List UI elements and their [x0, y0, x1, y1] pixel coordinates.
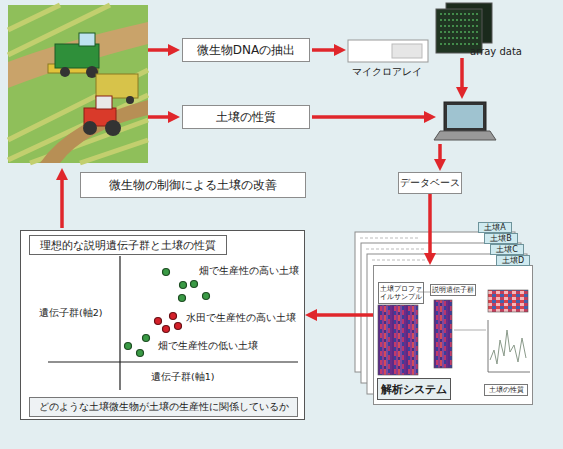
mini-box: 説明遺伝子群 [430, 284, 476, 296]
node-text: 微生物DNAの抽出 [197, 42, 295, 59]
data-point [143, 335, 150, 342]
heatmap [488, 290, 528, 312]
data-point [163, 269, 170, 276]
tractor-cab [96, 96, 112, 109]
data-point [180, 282, 187, 289]
flow-arrow [460, 58, 464, 90]
flow-arrows [62, 50, 462, 228]
trailer [96, 74, 138, 98]
caption-label: array data [470, 46, 522, 58]
mini-box: 土壌プロファイルサンプル [378, 282, 424, 304]
node-text: 土壌の性質 [489, 386, 524, 394]
data-point [175, 323, 182, 330]
flow-arrow [60, 177, 64, 228]
flow-arrow [148, 48, 171, 52]
microarray-slide [348, 40, 428, 62]
node-text: データベース [400, 176, 460, 190]
process-box: 微生物の制御による土壌の改善 [80, 172, 306, 198]
wheel [126, 96, 134, 104]
soil-path [40, 100, 148, 163]
caption-label: マイクロアレイ [352, 66, 422, 78]
node-text: 遺伝子群(軸1) [151, 371, 214, 383]
node-text: 畑で生産性の低い土壌 [158, 340, 258, 352]
node-text: 水田で生産性の高い土壌 [186, 312, 296, 324]
scatter-plot [48, 256, 298, 390]
wheel [83, 121, 97, 135]
node-text: 理想的な説明遺伝子群と土壌の性質 [40, 238, 216, 253]
flow-arrow [312, 115, 427, 119]
node-text: 畑で生産性の高い土壌 [199, 265, 299, 277]
spot-area [392, 44, 422, 58]
process-box: 微生物DNAの抽出 [182, 38, 310, 62]
laptop-base [434, 131, 496, 140]
panel-heading: 理想的な説明遺伝子群と土壌の性質 [29, 235, 227, 255]
wheel [60, 67, 70, 77]
data-point [155, 318, 162, 325]
node-text: 解析システム [377, 378, 451, 400]
flow-arrow [148, 115, 171, 119]
harvester-body [55, 44, 99, 68]
wheel [105, 120, 121, 136]
array-spots [440, 14, 478, 44]
harvester-cab [79, 33, 95, 46]
data-point [191, 281, 198, 288]
laptop-icon [434, 102, 496, 140]
array-data-image [436, 3, 492, 53]
laptop-screen [444, 102, 486, 131]
heatmap [378, 305, 418, 375]
sheet-tab: 土壌D [496, 255, 530, 266]
sheet-tab: 土壌C [490, 244, 524, 255]
mini-box: 土壌の性質 [484, 384, 528, 396]
node-text: 微生物の制御による土壌の改善 [109, 177, 277, 194]
farm-illustration [8, 5, 148, 163]
node-text: 土壌A [484, 222, 505, 233]
node-text: 土壌B [490, 233, 512, 244]
node-text: 土壌プロファイルサンプル [379, 285, 423, 301]
node-text: 土壌D [502, 255, 524, 266]
process-box: 土壌の性質 [182, 105, 310, 129]
heatmap [434, 300, 452, 368]
process-box: データベース [398, 172, 462, 194]
leader-line [418, 292, 486, 330]
chart-axis [488, 320, 530, 372]
data-point [137, 350, 144, 357]
analysis-graphics [378, 290, 530, 375]
field [8, 5, 148, 163]
node-text: 土壌の性質 [216, 109, 276, 126]
node-text: 遺伝子群(軸2) [39, 307, 102, 319]
chart-line [490, 330, 526, 364]
plot-axis [48, 256, 298, 390]
result-panel: 遺伝子群(軸2) 遺伝子群(軸1) 畑で生産性の高い土壌水田で生産性の高い土壌畑で生… [20, 230, 305, 420]
sheet-lines [360, 238, 432, 260]
sheet-tab: 土壌A [478, 222, 512, 233]
flow-arrow [438, 144, 442, 162]
data-point [179, 295, 186, 302]
panel-footer: どのような土壌微生物が土壌の生産性に関係しているか [29, 397, 298, 417]
data-point [125, 343, 132, 350]
data-point [170, 313, 177, 320]
sheet-tab: 土壌B [484, 233, 518, 244]
node-text: 説明遺伝子群 [432, 286, 474, 294]
node-text: どのような土壌微生物が土壌の生産性に関係しているか [39, 400, 289, 414]
slide [348, 40, 428, 62]
node-text: 土壌C [496, 244, 518, 255]
flow-arrow [312, 48, 337, 52]
flow-arrow [428, 194, 432, 256]
data-point [203, 293, 210, 300]
laptop-display [447, 105, 483, 128]
flow-arrow [314, 313, 373, 317]
crop-rows [8, 5, 148, 163]
analysis-sheet: 解析システム 土壌プロファイルサンプル 説明遺伝子群土壌の性質 [373, 265, 533, 405]
data-point [163, 326, 170, 333]
